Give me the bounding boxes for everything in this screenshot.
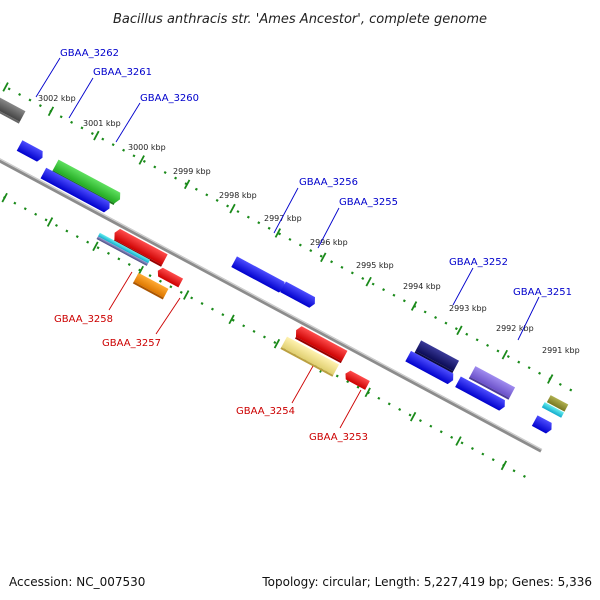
- gene-feature-blue-3: [40, 167, 110, 213]
- outer-scale-major-tick: [547, 374, 554, 384]
- gene-feature-blue-2: [16, 140, 43, 162]
- accession-text: Accession: NC_007530: [9, 575, 146, 589]
- gene-feature-slate: [96, 236, 149, 266]
- outer-scale-major-tick: [138, 155, 145, 165]
- gene-feature-yellow: [280, 336, 340, 377]
- inner-scale-major-tick: [273, 338, 281, 349]
- gene-feature-red-3: [295, 326, 348, 364]
- gene-feature-purple: [468, 366, 516, 400]
- gene-feature-blue-5: [280, 281, 315, 308]
- inner-scale-major-tick: [500, 460, 508, 471]
- scale-labels: 3002 kbp 3001 kbp 3000 kbp 2999 kbp 2998…: [38, 94, 580, 355]
- gene-label: GBAA_3256: [299, 177, 358, 188]
- gene-feature-red-2: [157, 267, 184, 288]
- label-leader-line: [317, 207, 340, 249]
- inner-scale-major-tick: [46, 217, 54, 227]
- inner-scale-major-tick: [183, 290, 190, 300]
- gene-feature-gray: [0, 95, 26, 124]
- reverse-gene-labels: GBAA_3258 GBAA_3257 GBAA_3254 GBAA_3253: [54, 271, 368, 443]
- scale-label: 2995 kbp: [356, 261, 394, 270]
- gene-label: GBAA_3260: [140, 93, 199, 104]
- label-leader-line: [155, 297, 181, 335]
- outer-scale-major-tick: [456, 325, 463, 336]
- gene-feature-blue-8: [531, 415, 552, 434]
- label-leader-line: [291, 365, 314, 404]
- gene-label: GBAA_3255: [339, 197, 398, 208]
- gene-feature-orange: [132, 272, 169, 300]
- label-leader-line: [339, 389, 362, 429]
- scale-label: 2998 kbp: [219, 191, 257, 200]
- map-title: Bacillus anthracis str. 'Ames Ancestor',…: [113, 12, 487, 27]
- label-leader-line: [517, 296, 540, 341]
- outer-scale-major-tick: [93, 130, 100, 141]
- label-leader-line: [68, 77, 94, 119]
- gene-feature-blue-6: [405, 350, 454, 385]
- genome-backbone: [0, 118, 543, 453]
- topology-summary-text: Topology: circular; Length: 5,227,419 bp…: [262, 575, 592, 589]
- gene-feature-blue-7: [455, 376, 505, 411]
- forward-gene-labels: GBAA_3262 GBAA_3261 GBAA_3260 GBAA_3256 …: [35, 48, 572, 341]
- scale-label: 2999 kbp: [173, 167, 211, 176]
- gene-feature-navy: [414, 340, 460, 374]
- inner-scale-major-tick: [409, 411, 417, 422]
- outer-scale-major-tick: [320, 252, 327, 263]
- label-leader-line: [452, 267, 474, 306]
- gene-feature-blue-4: [231, 256, 285, 293]
- scale-label: 2993 kbp: [449, 304, 487, 313]
- scale-label: 2991 kbp: [542, 346, 580, 355]
- outer-scale-major-tick: [365, 276, 372, 287]
- inner-scale-major-tick: [92, 241, 99, 252]
- scale-label: 2997 kbp: [264, 214, 302, 223]
- gene-label: GBAA_3252: [449, 257, 508, 268]
- scale-label: 3000 kbp: [128, 143, 166, 152]
- outer-scale-major-tick: [183, 179, 191, 190]
- outer-scale-major-tick: [229, 203, 236, 214]
- outer-scale-major-tick: [410, 301, 418, 311]
- scale-label: 2992 kbp: [496, 324, 534, 333]
- gene-label: GBAA_3253: [309, 432, 368, 443]
- scale-label: 2994 kbp: [403, 282, 441, 291]
- inner-scale-major-tick: [228, 314, 235, 325]
- inner-scale-major-tick: [364, 387, 371, 398]
- gene-label: GBAA_3257: [102, 338, 161, 349]
- label-leader-line: [273, 187, 299, 234]
- gene-label: GBAA_3262: [60, 48, 119, 59]
- label-leader-line: [108, 271, 133, 311]
- outer-scale-major-tick: [47, 106, 55, 117]
- gene-label: GBAA_3258: [54, 314, 113, 325]
- scale-label: 3002 kbp: [38, 94, 76, 103]
- inner-scale-major-tick: [1, 192, 8, 203]
- gene-feature-cyan: [97, 232, 151, 264]
- scale-label: 2996 kbp: [310, 238, 348, 247]
- gene-feature-red-4: [345, 370, 370, 390]
- inner-scale-major-tick: [455, 436, 462, 446]
- scale-label: 3001 kbp: [83, 119, 121, 128]
- gene-label: GBAA_3261: [93, 67, 152, 78]
- label-leader-line: [35, 57, 61, 98]
- gene-feature-cyan-right: [541, 402, 565, 418]
- outer-scale-major-tick: [2, 82, 9, 92]
- genome-backbone-highlight: [0, 118, 543, 451]
- label-leader-line: [115, 102, 141, 143]
- gene-label: GBAA_3254: [236, 406, 295, 417]
- outer-scale-major-tick: [274, 228, 282, 238]
- outer-scale-major-tick: [501, 349, 508, 360]
- gene-label: GBAA_3251: [513, 287, 572, 298]
- gene-feature-olive: [546, 395, 569, 412]
